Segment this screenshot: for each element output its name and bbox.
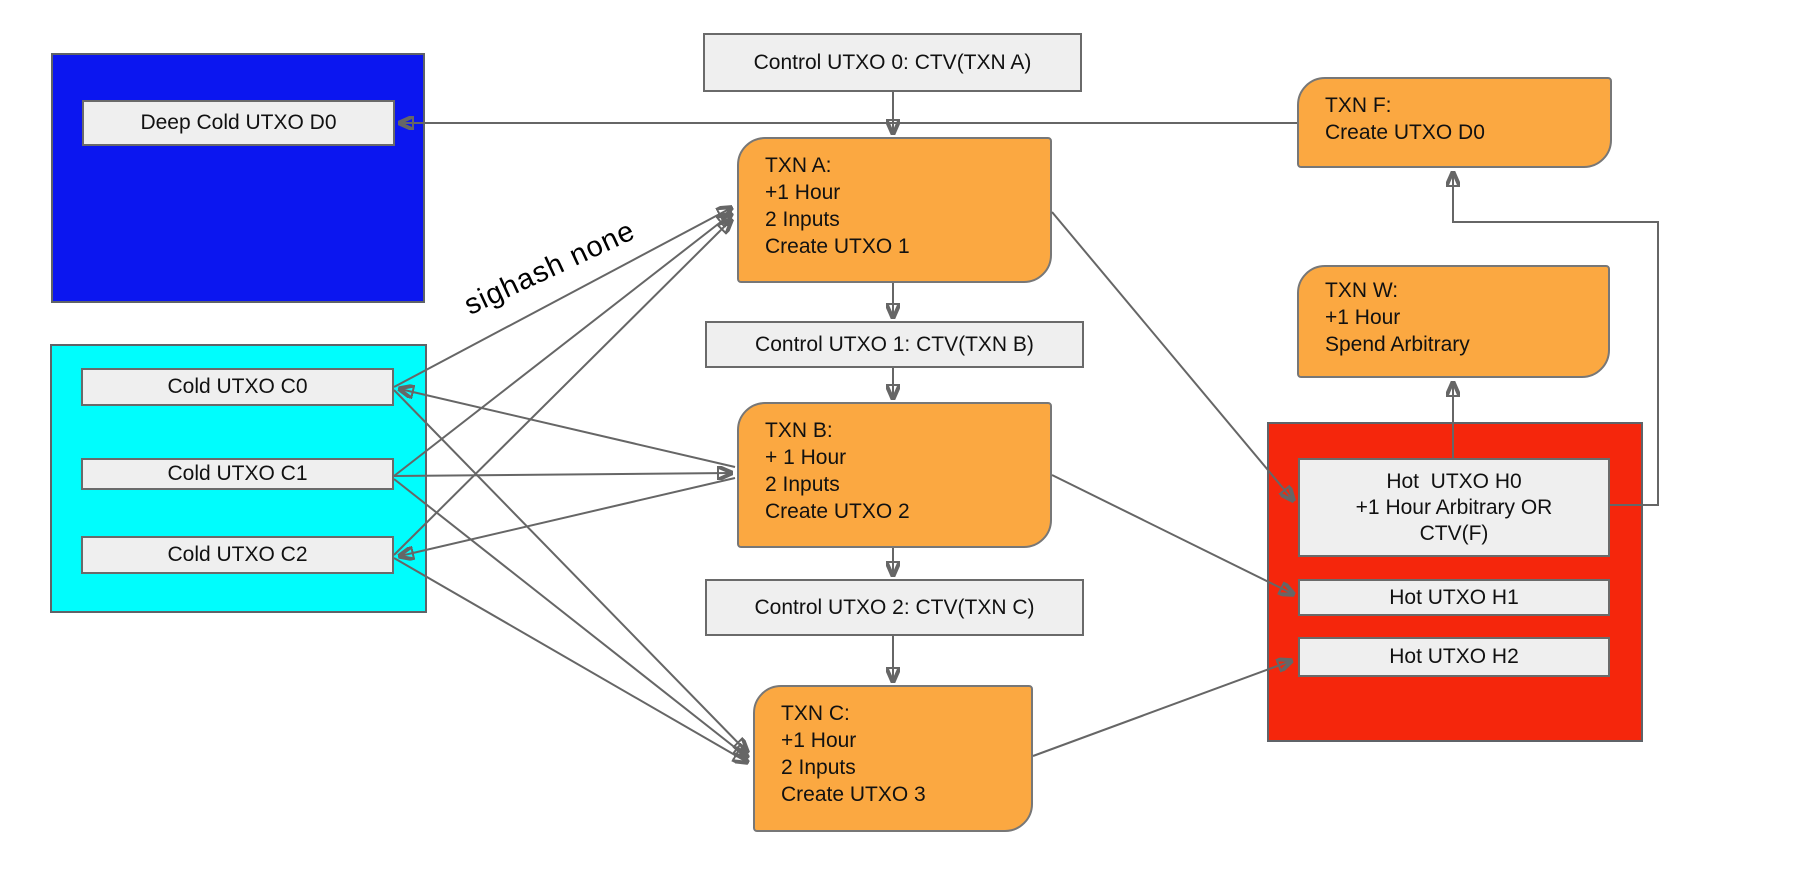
node-label-line: Hot UTXO H0 [1386,469,1522,493]
node-txn-f: TXN F: Create UTXO D0 [1297,77,1612,168]
node-label: Control UTXO 0: CTV(TXN A) [753,50,1032,74]
node-label-line: CTV(F) [1419,521,1489,545]
txn-line: TXN C: [781,702,850,725]
node-label: Cold UTXO C0 [167,375,308,398]
arrow-txn-a-to-hot-h0 [1051,211,1293,500]
deep-cold-group-box [51,53,425,303]
txn-line: + 1 Hour [765,446,847,469]
node-control-utxo-2: Control UTXO 2: CTV(TXN C) [705,579,1084,636]
txn-line: TXN W: [1325,279,1399,302]
node-label: Cold UTXO C2 [167,543,308,566]
node-control-utxo-0: Control UTXO 0: CTV(TXN A) [703,33,1082,92]
txn-line: Create UTXO 1 [765,235,910,258]
arrow-txn-b-to-cold-c0 [400,389,736,468]
txn-line: Create UTXO 2 [765,500,910,523]
node-label: Hot UTXO H1 [1389,585,1519,609]
node-txn-b: TXN B: + 1 Hour 2 Inputs Create UTXO 2 [737,402,1052,548]
txn-line: Spend Arbitrary [1325,333,1470,356]
txn-line: TXN F: [1325,94,1392,117]
arrow-cold-c1-to-txn-b [393,473,731,476]
arrow-cold-c0-to-txn-c [393,389,747,752]
node-label-line: +1 Hour Arbitrary OR [1355,495,1553,519]
arrow-cold-c0-to-txn-a [393,208,731,388]
node-label: Control UTXO 1: CTV(TXN B) [755,332,1034,356]
node-txn-w: TXN W: +1 Hour Spend Arbitrary [1297,265,1610,378]
arrow-cold-c2-to-txn-c [393,557,747,762]
arrow-txn-b-to-cold-c2 [400,477,736,556]
txn-line: +1 Hour [1325,306,1401,329]
txn-line: 2 Inputs [765,473,840,496]
node-txn-c: TXN C: +1 Hour 2 Inputs Create UTXO 3 [753,685,1033,832]
node-deep-cold-utxo-d0: Deep Cold UTXO D0 [82,100,395,146]
node-hot-utxo-h1: Hot UTXO H1 [1298,579,1610,616]
node-txn-a: TXN A: +1 Hour 2 Inputs Create UTXO 1 [737,137,1052,283]
node-label: Cold UTXO C1 [167,462,308,485]
txn-line: Create UTXO 3 [781,783,926,806]
node-hot-utxo-h2: Hot UTXO H2 [1298,637,1610,677]
arrow-txn-b-to-hot-h1 [1051,474,1293,594]
node-cold-utxo-c2: Cold UTXO C2 [81,536,394,574]
txn-line: 2 Inputs [781,756,856,779]
node-hot-utxo-h0: Hot UTXO H0 +1 Hour Arbitrary OR CTV(F) [1298,458,1610,557]
arrow-cold-c1-to-txn-c [393,478,747,757]
arrow-txn-c-to-hot-h2 [1032,661,1291,757]
node-label: Hot UTXO H2 [1389,645,1519,668]
node-control-utxo-1: Control UTXO 1: CTV(TXN B) [705,321,1084,368]
txn-line: 2 Inputs [765,208,840,231]
sighash-none-annotation: sighash none [459,214,641,322]
node-cold-utxo-c0: Cold UTXO C0 [81,368,394,406]
node-label: Deep Cold UTXO D0 [140,111,337,134]
node-cold-utxo-c1: Cold UTXO C1 [81,458,394,490]
txn-line: TXN A: [765,154,832,177]
txn-line: +1 Hour [765,181,841,204]
node-label: Control UTXO 2: CTV(TXN C) [754,595,1035,619]
txn-line: TXN B: [765,419,833,442]
txn-line: +1 Hour [781,729,857,752]
txn-line: Create UTXO D0 [1325,121,1485,144]
